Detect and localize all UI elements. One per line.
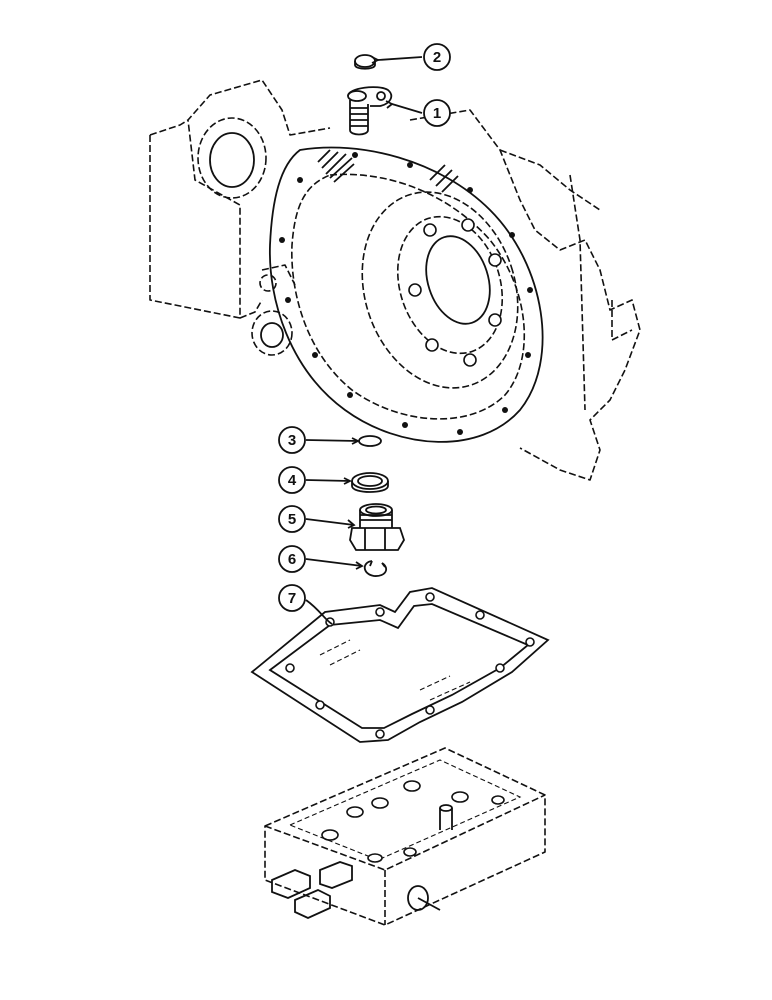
part-6-snap-ring: [363, 560, 388, 577]
part-1-fitting: [347, 86, 393, 136]
callout-3-label: 3: [288, 432, 296, 449]
part-3-o-ring: [358, 435, 382, 447]
leader-lines: [305, 56, 423, 625]
part-4-seal-ring: [351, 472, 389, 493]
callout-3: 3: [278, 426, 306, 454]
callout-7-label: 7: [288, 590, 296, 607]
transmission-housing: [149, 79, 641, 481]
callout-5: 5: [278, 505, 306, 533]
callout-2-label: 2: [433, 49, 441, 66]
callout-6: 6: [278, 545, 306, 573]
part-7-gasket: [250, 587, 550, 743]
callout-6-label: 6: [288, 551, 296, 568]
callout-2: 2: [423, 43, 451, 71]
callout-5-label: 5: [288, 511, 296, 528]
callout-4-label: 4: [288, 472, 297, 489]
valve-body: [264, 747, 546, 926]
part-5-hex-adapter: [349, 503, 405, 551]
callout-4: 4: [278, 466, 306, 494]
callout-7: 7: [278, 584, 306, 612]
callout-1: 1: [423, 99, 451, 127]
callout-1-label: 1: [433, 105, 441, 122]
